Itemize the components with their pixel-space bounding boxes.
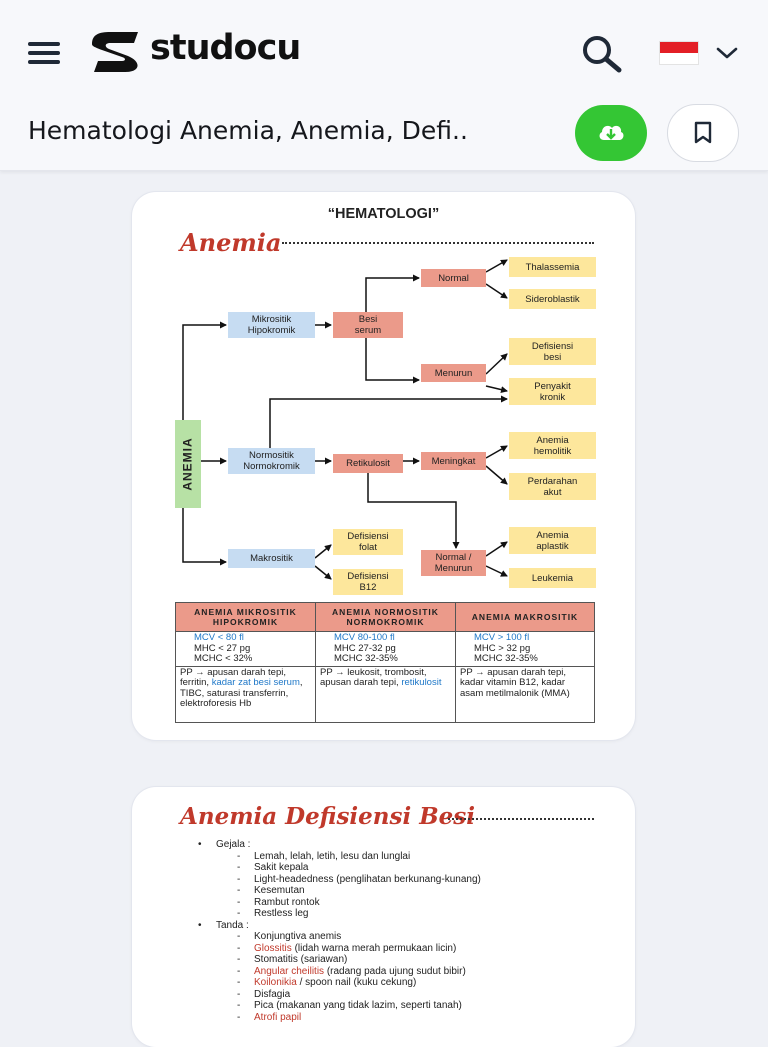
list-item: Rambut rontok: [216, 897, 481, 909]
list-item: Gejala : Lemah, lelah, letih, lesu dan l…: [194, 839, 481, 920]
document-title-bar: Hematologi Anemia, Anemia, Defi..: [0, 100, 768, 171]
list-item: Disfagia: [216, 989, 481, 1001]
flow-leaf-anemia-hemolitik: Anemia hemolitik: [509, 432, 596, 459]
document-title: Hematologi Anemia, Anemia, Defi..: [28, 116, 468, 145]
list-item: Kesemutan: [216, 885, 481, 897]
flow-leaf-leukemia: Leukemia: [509, 568, 596, 588]
flow-node-menurun: Menurun: [421, 364, 486, 382]
document-page-2[interactable]: Anemia Defisiensi Besi Gejala : Lemah, l…: [132, 787, 635, 1047]
flow-leaf-anemia-aplastik: Anemia aplastik: [509, 527, 596, 554]
table-header: ANEMIA MAKROSITIK: [455, 602, 595, 632]
chevron-down-icon[interactable]: [715, 46, 739, 60]
flow-node-besi-serum: Besi serum: [333, 312, 403, 338]
flow-node-normal: Normal: [421, 269, 486, 287]
flow-node-def-folat: Defisiensi folat: [333, 529, 403, 555]
table-cell-pp: PP → apusan darah tepi, kadar vitamin B1…: [455, 665, 595, 723]
flow-node-retikulosit: Retikulosit: [333, 454, 403, 473]
top-navbar: studocu: [0, 0, 768, 100]
flow-node-makrositik: Makrositik: [228, 549, 315, 568]
flow-node-normositik: Normositik Normokromik: [228, 448, 315, 474]
cloud-download-icon: [599, 125, 624, 140]
flow-node-meningkat: Meningkat: [421, 452, 486, 470]
table-header: ANEMIA MIKROSITIK HIPOKROMIK: [175, 602, 316, 632]
list-item: Pica (makanan yang tidak lazim, seperti …: [216, 1000, 481, 1012]
list-item: Stomatitis (sariawan): [216, 954, 481, 966]
list-item: Tanda : Konjungtiva anemis Glossitis (li…: [194, 920, 481, 1024]
bookmark-icon: [694, 121, 712, 144]
table-cell-labs: MCV > 100 fl MHC > 32 pg MCHC 32-35%: [455, 631, 595, 667]
flow-leaf-def-besi: Defisiensi besi: [509, 338, 596, 365]
table-cell-labs: MCV < 80 fl MHC < 27 pg MCHC < 32%: [175, 631, 316, 667]
bookmark-button[interactable]: [667, 104, 739, 162]
hamburger-menu-icon[interactable]: [28, 40, 60, 66]
flow-leaf-penyakit-kronik: Penyakit kronik: [509, 378, 596, 405]
list-item: Glossitis (lidah warna merah permukaan l…: [216, 943, 481, 955]
flow-root-anemia: ANEMIA: [175, 420, 201, 508]
list-item: Koilonikia / spoon nail (kuku cekung): [216, 977, 481, 989]
table-cell-pp: PP → leukosit, trombosit, apusan darah t…: [315, 665, 456, 723]
dotted-rule: [282, 242, 594, 244]
list-item: Konjungtiva anemis: [216, 931, 481, 943]
table-cell-labs: MCV 80-100 fl MHC 27-32 pg MCHC 32-35%: [315, 631, 456, 667]
list-item: Lemah, lelah, letih, lesu dan lunglai: [216, 851, 481, 863]
indonesia-flag-icon[interactable]: [660, 42, 698, 64]
flow-leaf-thalassemia: Thalassemia: [509, 257, 596, 277]
list-item: Restless leg: [216, 908, 481, 920]
section-title-anemia: Anemia: [180, 228, 282, 257]
table-cell-pp: PP → apusan darah tepi, ferritin, kadar …: [175, 665, 316, 723]
list-item: Light-headedness (penglihatan berkunang-…: [216, 874, 481, 886]
document-page-1[interactable]: “HEMATOLOGI” Anemia: [132, 192, 635, 740]
flowchart-connectors: [182, 259, 508, 580]
studocu-logo-text[interactable]: studocu: [150, 28, 301, 68]
anemia-comparison-table: ANEMIA MIKROSITIK HIPOKROMIK ANEMIA NORM…: [175, 602, 595, 723]
flow-leaf-sideroblastik: Sideroblastik: [509, 289, 596, 309]
list-item: Atrofi papil: [216, 1012, 481, 1024]
flow-node-normal-menurun: Normal / Menurun: [421, 550, 486, 576]
flow-node-def-b12: Defisiensi B12: [333, 569, 403, 595]
section-title-adb: Anemia Defisiensi Besi: [180, 803, 475, 830]
list-item: Sakit kepala: [216, 862, 481, 874]
table-header: ANEMIA NORMOSITIK NORMOKROMIK: [315, 602, 456, 632]
list-item: Angular cheilitis (radang pada ujung sud…: [216, 966, 481, 978]
search-icon[interactable]: [578, 34, 624, 74]
flow-leaf-perdarahan-akut: Perdarahan akut: [509, 473, 596, 500]
studocu-logo-icon[interactable]: [88, 30, 144, 74]
page-heading: “HEMATOLOGI”: [327, 206, 440, 222]
symptom-list: Gejala : Lemah, lelah, letih, lesu dan l…: [194, 839, 481, 1023]
dotted-rule: [448, 818, 594, 820]
flow-node-mikrositik: Mikrositik Hipokromik: [228, 312, 315, 338]
download-button[interactable]: [575, 105, 647, 161]
